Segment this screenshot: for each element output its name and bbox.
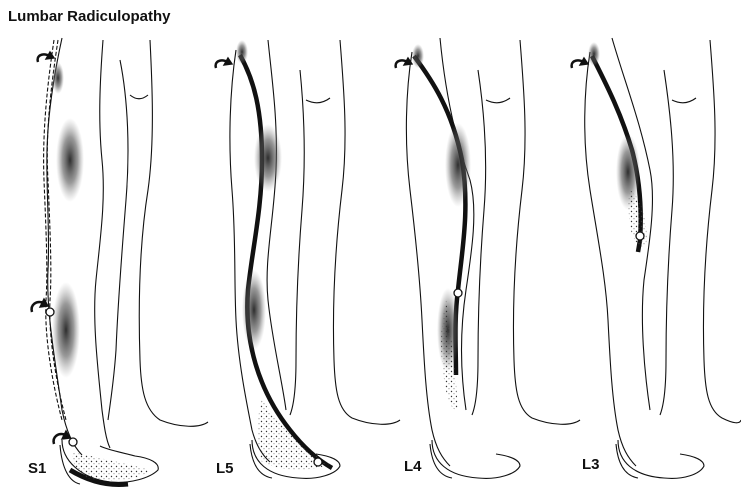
leg-outline-front-inner — [267, 40, 286, 410]
reflex-markers-l3 — [636, 232, 644, 240]
panel-label-l3: L3 — [582, 456, 600, 473]
leg-outline-front — [406, 52, 450, 466]
leg-outline-back — [660, 70, 673, 415]
pain-area-l4-buttock — [412, 44, 424, 68]
pain-area-s1-buttock — [52, 62, 64, 94]
leg-outline-back-outer — [703, 40, 741, 423]
panel-label-s1: S1 — [28, 460, 46, 477]
leg-outline-front — [585, 52, 636, 466]
leg-outline-front-inner — [95, 40, 110, 448]
pain-area-l5-buttock — [236, 40, 248, 64]
arrow-icons-l5 — [216, 58, 232, 68]
arrow-icons-s1 — [32, 52, 70, 444]
reflex-marker — [314, 458, 322, 466]
leg-outline-back — [290, 70, 304, 415]
leg-outline-back-outer — [513, 40, 580, 424]
reflex-marker — [454, 289, 462, 297]
arrow-icons-l3 — [572, 58, 588, 68]
leg-outline-front — [230, 50, 270, 462]
pain-area-s1-calf — [52, 282, 80, 378]
pain-area-s1-thigh — [56, 118, 84, 202]
foot-outline — [432, 440, 520, 478]
reflex-marker — [69, 438, 77, 446]
reflex-marker — [636, 232, 644, 240]
reflex-marker — [46, 308, 54, 316]
leg-outline-back — [472, 70, 486, 415]
dermatome-line-l5 — [240, 55, 332, 468]
pain-area-l5-calf — [242, 270, 266, 350]
panel-label-l4: L4 — [404, 458, 422, 475]
reflex-markers-l4 — [454, 289, 462, 297]
leg-panel-s1 — [44, 38, 208, 484]
pain-area-l5-thigh — [254, 124, 282, 192]
leg-panel-l4 — [406, 38, 580, 478]
leg-outline-back-outer — [139, 40, 208, 426]
pain-area-l4-thigh — [445, 123, 471, 207]
leg-panel-l5 — [230, 40, 400, 478]
leg-outline-front — [47, 38, 82, 455]
leg-outline-back — [108, 60, 128, 420]
leg-outline-back-outer — [333, 40, 400, 424]
reflex-markers-l5 — [314, 458, 322, 466]
panel-label-l5: L5 — [216, 460, 234, 477]
pain-area-l3-buttock — [588, 42, 600, 66]
leg-panel-l3 — [585, 38, 741, 478]
